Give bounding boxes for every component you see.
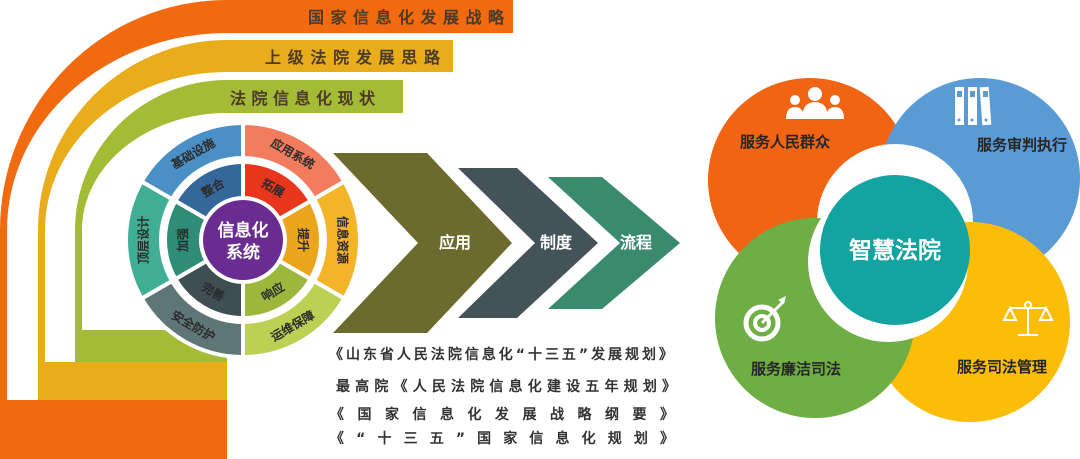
outer-ring-label: 顶层设计 [136, 216, 151, 264]
wheel-center [203, 200, 283, 280]
wheel-center-line-1: 信息化 [218, 220, 269, 241]
inner-ring-label: 加强 [175, 228, 190, 253]
smart-court-core [820, 175, 970, 325]
petal-label-trial: 服务审判执行 [977, 136, 1067, 154]
step-chevron-system [458, 168, 598, 318]
binders-icon [955, 86, 992, 126]
inner-ring-segment [172, 159, 245, 222]
step-label-application: 应用 [439, 233, 471, 252]
petal-label-people: 服务人民群众 [740, 133, 830, 151]
reference-item: 《山东省人民法院信息化“十三五”发展规划》 [329, 346, 673, 363]
people-icon [786, 87, 844, 119]
step-chevron-process [548, 177, 680, 309]
wheel-center-line-2: 系统 [226, 242, 260, 263]
outer-ring-segment [138, 120, 245, 202]
outer-ring-label: 信息资源 [336, 216, 351, 264]
petal-label-management: 服务司法管理 [957, 358, 1047, 376]
inner-ring-label: 提升 [296, 228, 311, 252]
band-label-status: 法院信息化现状 [230, 89, 376, 108]
scales-icon [1002, 301, 1054, 336]
reference-list: 《山东省人民法院信息化“十三五”发展规划》 最高院《人民法院信息化建设五年规划》… [329, 346, 676, 447]
smart-court-title: 智慧法院 [849, 237, 941, 264]
reference-item: 《国家信息化发展战略纲要》 [330, 406, 674, 423]
petal-label-integrity: 服务廉洁司法 [751, 360, 841, 378]
reference-item: 《“十三五”国家信息化规划》 [330, 430, 674, 447]
step-label-system: 制度 [540, 233, 573, 252]
band-label-national: 国家信息化发展战略 [308, 8, 505, 27]
smart-court-diagram: 智慧法院 服务人民群众 服务审判执行 服务廉洁司法 服务司法管理 [708, 78, 1080, 422]
target-icon [743, 296, 786, 342]
process-steps: 应用 制度 流程 [333, 153, 680, 333]
step-chevron-application [333, 153, 512, 333]
step-label-process: 流程 [620, 233, 652, 252]
reference-item: 最高院《人民法院信息化建设五年规划》 [336, 378, 676, 395]
